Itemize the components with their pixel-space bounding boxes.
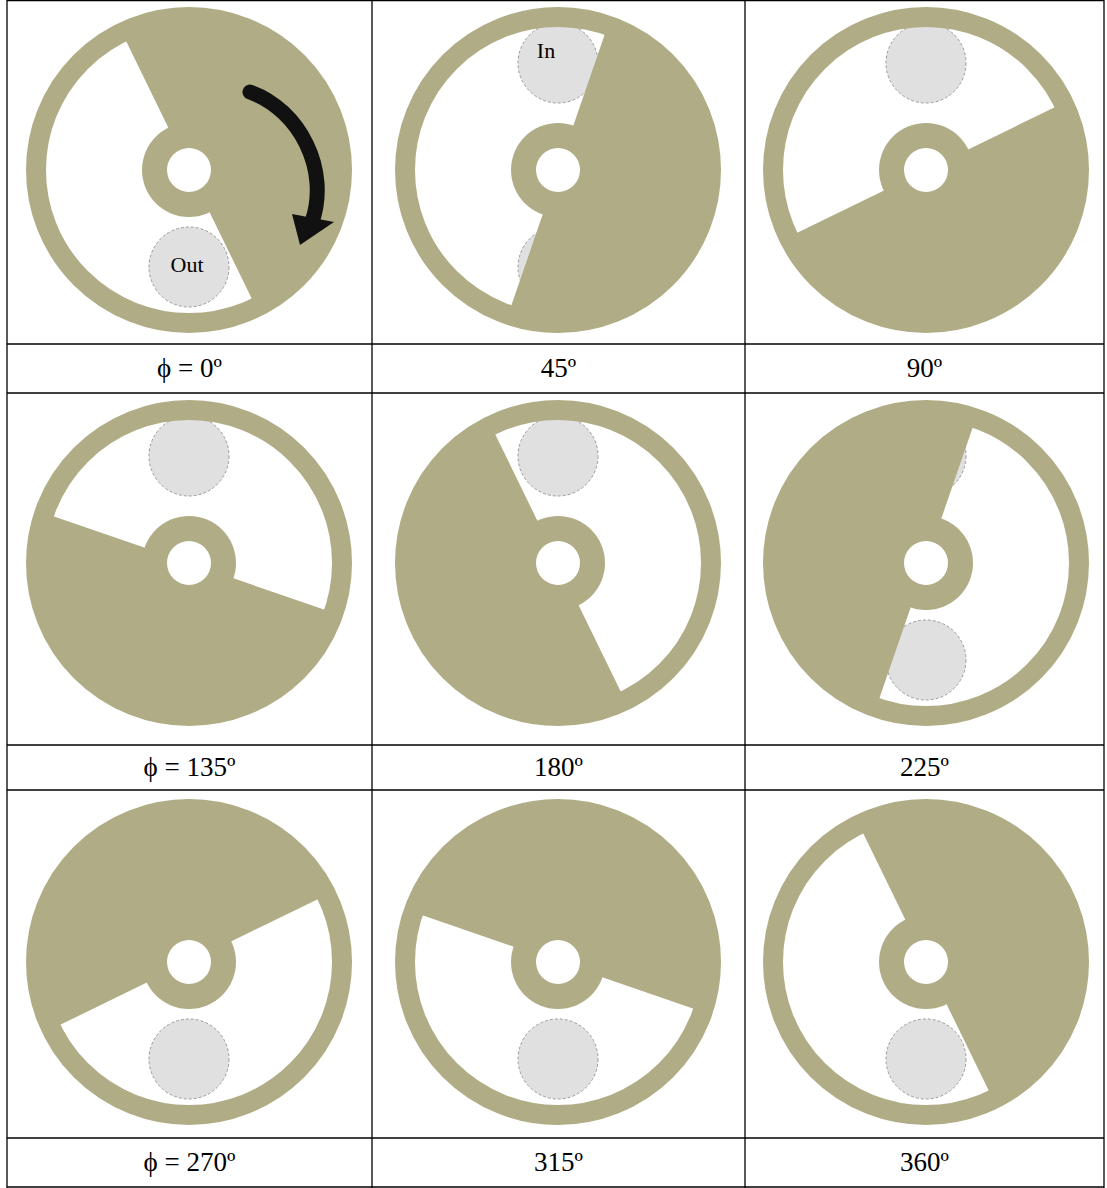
disk-hub bbox=[142, 915, 236, 1009]
inlet-port bbox=[518, 416, 598, 496]
angle-cell: ϕ = 270º bbox=[9, 1140, 370, 1185]
angle-cell: ϕ = 135º bbox=[9, 747, 370, 788]
table-rule bbox=[744, 0, 745, 1188]
angle-cell: 225º bbox=[747, 747, 1102, 788]
disk-hub bbox=[879, 123, 973, 217]
angle-label: 45º bbox=[541, 353, 576, 384]
valve-disk bbox=[773, 768, 1107, 1115]
angle-label: 360º bbox=[900, 1147, 949, 1178]
inlet-port bbox=[149, 416, 229, 496]
disk-rim bbox=[36, 809, 342, 1115]
disk-hub bbox=[511, 123, 605, 217]
angle-cell: ϕ = 0º bbox=[9, 346, 370, 391]
valve-disk bbox=[0, 768, 342, 1115]
valve-disk bbox=[773, 17, 1107, 364]
rotation-arrow bbox=[250, 92, 317, 222]
table-rule bbox=[7, 1186, 1104, 1187]
table-rule bbox=[1103, 0, 1104, 1188]
valve-disk bbox=[5, 410, 342, 747]
disk-hub bbox=[879, 915, 973, 1009]
port-label: In bbox=[537, 38, 555, 64]
outlet-port bbox=[149, 227, 229, 307]
shaft-hole bbox=[167, 940, 211, 984]
outlet-port bbox=[149, 1019, 229, 1099]
outlet-port bbox=[886, 1019, 966, 1099]
angle-cell: 315º bbox=[374, 1140, 743, 1185]
disk-hub bbox=[142, 516, 236, 610]
valve-disk bbox=[742, 379, 1079, 716]
shaft-hole bbox=[536, 541, 580, 585]
valve-disk bbox=[364, 410, 711, 757]
shaft-hole bbox=[536, 940, 580, 984]
disk-rim bbox=[773, 410, 1079, 716]
disk-rim bbox=[405, 17, 711, 323]
table-rule bbox=[7, 789, 1104, 790]
table-rule bbox=[7, 744, 1104, 745]
angle-label: 90º bbox=[907, 353, 942, 384]
arrow-head bbox=[292, 214, 334, 245]
shaft-hole bbox=[536, 148, 580, 192]
angle-cell: 360º bbox=[747, 1140, 1102, 1185]
valve-disk bbox=[36, 0, 383, 323]
port-label-box: In bbox=[534, 36, 559, 66]
angle-label: 180º bbox=[534, 752, 583, 783]
valve-disk bbox=[405, 17, 742, 354]
angle-label: ϕ = 270º bbox=[144, 1147, 236, 1178]
port-label-box: Out bbox=[168, 250, 207, 280]
angle-label: ϕ = 0º bbox=[157, 353, 222, 384]
shaft-hole bbox=[167, 541, 211, 585]
shaft-hole bbox=[904, 940, 948, 984]
disk-rim bbox=[773, 809, 1079, 1115]
inlet-port bbox=[886, 23, 966, 103]
table-rule bbox=[7, 343, 1104, 344]
outlet-port bbox=[518, 1019, 598, 1099]
table-rule bbox=[371, 0, 372, 1188]
disk-rim bbox=[36, 410, 342, 716]
disk-rim bbox=[36, 17, 342, 323]
angle-label: 225º bbox=[900, 752, 949, 783]
disk-rim bbox=[773, 17, 1079, 323]
angle-label: ϕ = 135º bbox=[144, 752, 236, 783]
angle-cell: 180º bbox=[374, 747, 743, 788]
disk-rim bbox=[405, 809, 711, 1115]
disk-hub bbox=[879, 516, 973, 610]
disk-hub bbox=[511, 915, 605, 1009]
shaft-hole bbox=[904, 148, 948, 192]
table-rule bbox=[7, 0, 1104, 1]
angle-cell: 90º bbox=[747, 346, 1102, 391]
shaft-hole bbox=[904, 541, 948, 585]
table-rule bbox=[7, 392, 1104, 393]
angle-cell: 45º bbox=[374, 346, 743, 391]
table-rule bbox=[7, 1137, 1104, 1138]
shaft-hole bbox=[167, 148, 211, 192]
disk-hub bbox=[511, 516, 605, 610]
disk-rim bbox=[405, 410, 711, 716]
disk-hub bbox=[142, 123, 236, 217]
valve-disk bbox=[405, 778, 742, 1115]
table-rule bbox=[6, 0, 7, 1188]
angle-label: 315º bbox=[534, 1147, 583, 1178]
port-label: Out bbox=[171, 252, 204, 278]
